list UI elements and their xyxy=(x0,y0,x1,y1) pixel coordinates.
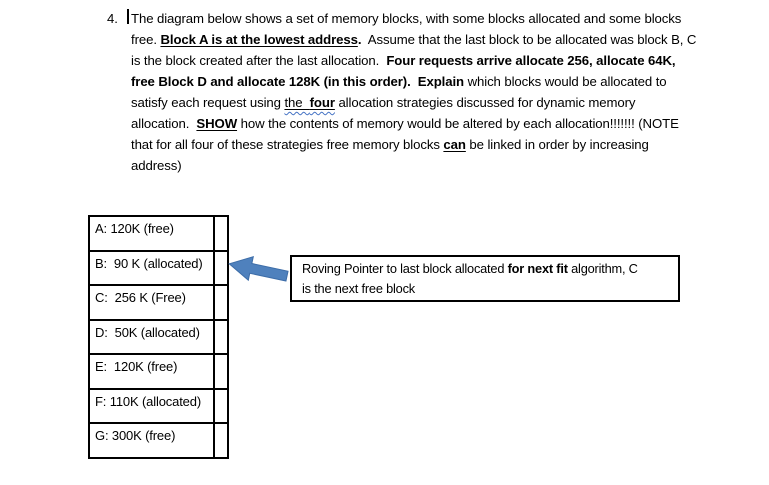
text-segment: SHOW xyxy=(196,116,238,131)
question-text: The diagram below shows a set of memory … xyxy=(131,8,696,176)
text-segment: The diagram below shows a set of memory … xyxy=(131,11,682,26)
memory-block-label: D: 50K (allocated) xyxy=(95,324,200,340)
text-segment: the xyxy=(284,95,309,110)
left-arrow-icon xyxy=(228,255,289,282)
text-line: free. Block A is at the lowest address. … xyxy=(131,29,696,50)
text-segment: allocation. xyxy=(131,116,197,131)
memory-block-label: B: 90 K (allocated) xyxy=(95,255,203,271)
empty-marker-cell xyxy=(213,389,227,423)
text-segment: how the contents of memory would be alte… xyxy=(237,116,679,131)
table-row: B: 90 K (allocated) xyxy=(90,251,227,287)
text-segment: for next fit xyxy=(507,261,568,276)
memory-block-label: F: 110K (allocated) xyxy=(95,393,202,409)
text-segment xyxy=(411,74,418,89)
text-segment: Block A is at the lowest address xyxy=(160,32,358,47)
question-number: 4. xyxy=(107,11,118,26)
empty-marker-cell xyxy=(213,251,227,285)
table-row: G: 300K (free) xyxy=(90,424,227,458)
text-segment: Assume that the last block to be allocat… xyxy=(361,32,697,47)
memory-block-label: G: 300K (free) xyxy=(95,428,176,444)
text-line: The diagram below shows a set of memory … xyxy=(131,8,696,29)
text-line: allocation. SHOW how the contents of mem… xyxy=(131,113,696,134)
text-segment: allocation strategies discussed for dyna… xyxy=(334,95,636,110)
text-line: Roving Pointer to last block allocated f… xyxy=(302,259,668,279)
memory-block-label: E: 120K (free) xyxy=(95,359,178,375)
text-segment: is the block created after the last allo… xyxy=(131,53,387,68)
roving-pointer-callout: Roving Pointer to last block allocated f… xyxy=(290,255,680,302)
empty-marker-cell xyxy=(213,320,227,354)
table-row: C: 256 K (Free) xyxy=(90,286,227,321)
empty-marker-cell xyxy=(213,286,227,319)
text-segment: free Block D and allocate 128K (in this … xyxy=(131,74,411,89)
text-segment: four xyxy=(310,95,335,110)
text-line: address) xyxy=(131,155,696,176)
text-line: that for all four of these strategies fr… xyxy=(131,134,696,155)
text-segment: which blocks would be allocated to xyxy=(464,74,667,89)
spellcheck-squiggle: the xyxy=(284,95,310,110)
memory-block-label: A: 120K (free) xyxy=(95,221,174,236)
text-segment: can xyxy=(443,137,466,152)
table-row: F: 110K (allocated) xyxy=(90,389,227,425)
text-segment: Roving Pointer to last block allocated xyxy=(302,261,508,276)
text-segment: Explain xyxy=(417,74,465,89)
left-block-arrow-shape xyxy=(228,255,289,282)
empty-marker-cell xyxy=(213,424,227,458)
table-row: E: 120K (free) xyxy=(90,355,227,390)
text-segment: . xyxy=(357,32,362,47)
empty-marker-cell xyxy=(213,217,227,250)
text-segment: address) xyxy=(131,158,182,173)
text-segment: free. xyxy=(131,32,161,47)
text-line: is the block created after the last allo… xyxy=(131,50,696,71)
text-segment: be linked in order by increasing xyxy=(465,137,649,152)
text-segment: is the next free block xyxy=(302,281,415,296)
table-row: A: 120K (free) xyxy=(90,217,227,252)
text-line: free Block D and allocate 128K (in this … xyxy=(131,71,696,92)
table-row: D: 50K (allocated) xyxy=(90,320,227,356)
spellcheck-squiggle: four xyxy=(309,95,335,110)
text-segment: Four requests arrive allocate 256, alloc… xyxy=(386,53,676,68)
text-segment: satisfy each request using xyxy=(131,95,285,110)
memory-table: A: 120K (free) B: 90 K (allocated) C: 256 … xyxy=(88,215,229,459)
text-cursor xyxy=(127,9,129,24)
text-line: satisfy each request using the four allo… xyxy=(131,92,696,113)
text-segment: that for all four of these strategies fr… xyxy=(131,137,444,152)
memory-block-label: C: 256 K (Free) xyxy=(95,290,186,306)
text-segment: algorithm, C xyxy=(567,261,638,276)
text-line: is the next free block xyxy=(302,279,668,299)
empty-marker-cell xyxy=(213,355,227,388)
